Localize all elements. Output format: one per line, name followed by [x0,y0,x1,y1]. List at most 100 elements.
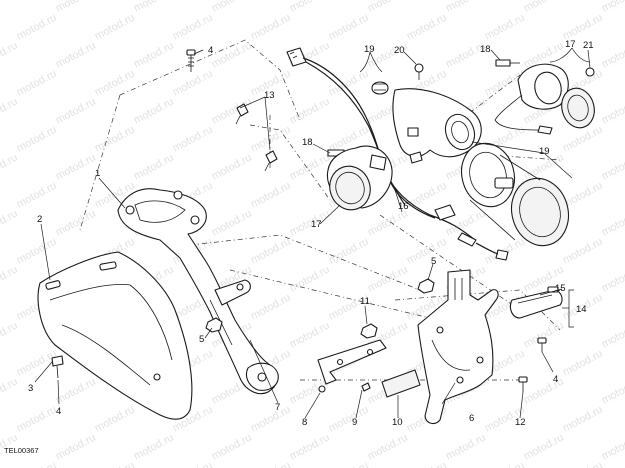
turn-signal-left [326,145,393,211]
watermark-text: motod.ru [54,208,98,239]
watermark-text: motod.ru [15,236,59,267]
watermark-text: motod.ru [522,376,566,407]
watermark-text: motod.ru [366,264,410,295]
callout-5-right: 5 [431,256,436,267]
callout-7: 7 [275,402,280,413]
callout-4-right: 4 [553,374,558,385]
watermark-text: motod.ru [288,0,332,15]
watermark-text: motod.ru [444,432,488,463]
watermark-text: motod.ru [132,40,176,71]
watermark-text: motod.ru [561,124,605,155]
callout-14: 14 [576,304,587,315]
watermark-text: motod.ru [93,12,137,43]
watermark-text: motod.ru [600,208,625,239]
callout-5-left: 5 [199,334,204,345]
watermark-text: motod.ru [600,432,625,463]
watermark-text: motod.ru [0,0,20,15]
watermark-text: motod.ru [327,460,371,468]
callout-18-right: 18 [480,44,491,55]
callout-6: 6 [469,413,474,424]
watermark-text: motod.ru [210,0,254,15]
watermark-text: motod.ru [15,460,59,468]
watermark-text: motod.ru [483,12,527,43]
callout-4-top: 4 [208,45,213,56]
callout-12: 12 [515,417,526,428]
watermark-text: motod.ru [327,404,371,435]
watermark-text: motod.ru [249,12,293,43]
watermark-text: motod.ru [600,40,625,71]
watermark-text: motod.ru [561,236,605,267]
watermark-text: motod.ru [522,320,566,351]
watermark-text: motod.ru [288,208,332,239]
callout-16: 16 [398,201,409,212]
watermark-text: motod.ru [249,236,293,267]
watermark-text: motod.ru [210,152,254,183]
callout-19-right: 19 [539,146,550,157]
callout-20: 20 [394,45,405,56]
callout-15: 15 [555,283,566,294]
watermark-text: motod.ru [54,376,98,407]
watermark-text: motod.ru [288,320,332,351]
watermark-text: motod.ru [249,124,293,155]
watermark-text: motod.ru [249,404,293,435]
turn-signal-right-large [461,142,569,247]
watermark-text: motod.ru [93,404,137,435]
callout-17-left: 17 [311,219,322,230]
signal-bracket [392,88,482,164]
watermark-text: motod.ru [522,432,566,463]
callout-17-right: 17 [565,39,576,50]
callout-8: 8 [302,417,307,428]
watermark-text: motod.ru [600,0,625,15]
watermark-text: motod.ru [327,68,371,99]
watermark-text: motod.ru [171,460,215,468]
watermark-text: motod.ru [288,264,332,295]
watermark-text: motod.ru [0,40,20,71]
callout-3: 3 [28,383,33,394]
watermark-text: motod.ru [600,376,625,407]
watermark-text: motod.ru [171,12,215,43]
watermark-text: motod.ru [288,96,332,127]
drawing-reference: TEL00367 [4,446,39,455]
watermark-text: motod.ru [15,68,59,99]
watermark-text: motod.ru [15,180,59,211]
watermark-text: motod.ru [405,12,449,43]
watermark-text: motod.ru [0,208,20,239]
screw-4-top [186,49,196,72]
watermark-text: motod.ru [288,432,332,463]
watermark-text: motod.ru [405,460,449,468]
watermark-text: motod.ru [405,236,449,267]
watermark-text: motod.ru [15,12,59,43]
watermark-text: motod.ru [249,292,293,323]
watermark-text: motod.ru [15,404,59,435]
watermark-text: motod.ru [132,152,176,183]
callout-10: 10 [392,417,403,428]
watermark-text: motod.ru [210,208,254,239]
rear-mudguard [37,251,193,420]
watermark-text: motod.ru [0,376,20,407]
watermark-text: motod.ru [600,152,625,183]
callout-19-center: 19 [364,44,375,55]
watermark-text: motod.ru [15,124,59,155]
rear-frame-arm [117,188,279,395]
fasteners [51,278,547,393]
leader-lines [34,47,591,419]
watermark-text: motod.ru [54,96,98,127]
watermark-text: motod.ru [171,124,215,155]
screw-20 [414,63,424,80]
watermark-text: motod.ru [249,180,293,211]
watermark-text: motod.ru [132,432,176,463]
watermark-text: motod.ru [249,460,293,468]
callout-1: 1 [95,168,100,179]
watermark-text: motod.ru [0,264,20,295]
reflector [381,369,421,398]
watermark-text: motod.ru [93,68,137,99]
watermark-text: motod.ru [288,152,332,183]
watermark-text: motod.ru [93,460,137,468]
watermark-text: motod.ru [600,320,625,351]
watermark-text: motod.ru [561,348,605,379]
watermark-text: motod.ru [132,96,176,127]
watermark-text: motod.ru [600,264,625,295]
callout-21: 21 [583,40,594,51]
watermark-text: motod.ru [54,432,98,463]
